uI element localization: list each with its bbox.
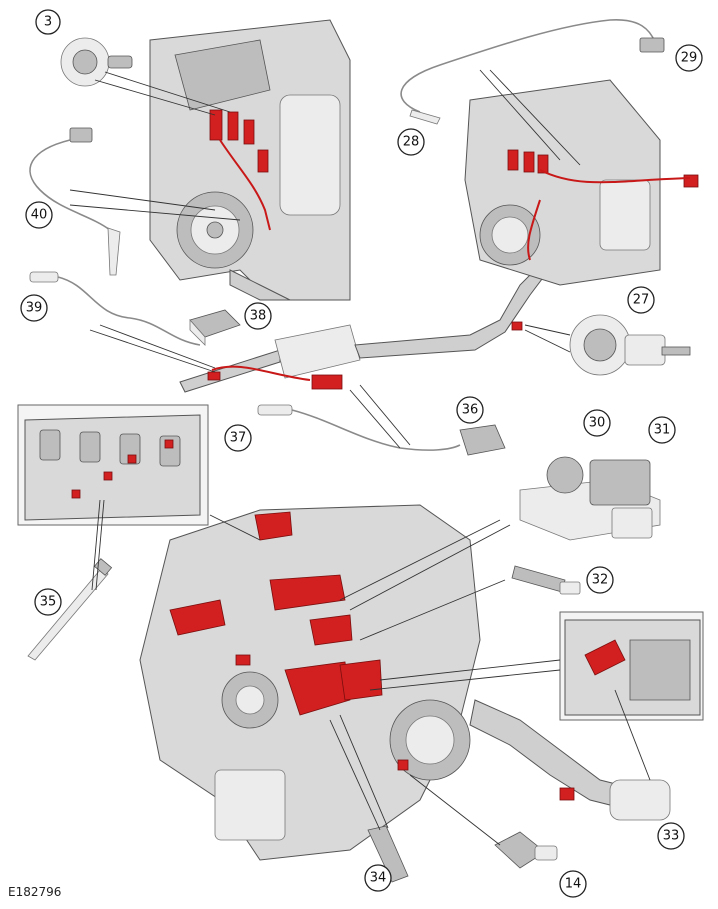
callout-33-label: 33 xyxy=(663,829,680,844)
callout-35: 35 xyxy=(34,588,62,616)
callout-14: 14 xyxy=(559,870,587,898)
callout-32-label: 32 xyxy=(592,573,609,588)
engine-view-top-left xyxy=(149,19,351,301)
part-40-sensor xyxy=(29,127,121,276)
leader-lines xyxy=(69,69,651,846)
part-36-37-sensor-module xyxy=(257,404,506,456)
part-27-actuator xyxy=(569,314,691,376)
part-39-sensor xyxy=(29,271,201,346)
inset-glow-plugs xyxy=(17,404,209,526)
part-32-sensor xyxy=(511,565,581,595)
callout-29: 29 xyxy=(675,44,703,72)
part-3-sensor xyxy=(60,37,133,87)
figure-reference-code: E182796 xyxy=(8,885,62,899)
callout-33: 33 xyxy=(657,822,685,850)
callout-14-label: 14 xyxy=(565,877,582,892)
callout-35-label: 35 xyxy=(40,595,57,610)
part-30-31-assembly xyxy=(519,456,661,541)
part-38-module xyxy=(189,309,241,346)
exhaust-system xyxy=(179,269,546,393)
part-34-sensor xyxy=(367,825,409,883)
callout-31: 31 xyxy=(648,416,676,444)
callout-40: 40 xyxy=(25,201,53,229)
callout-29-label: 29 xyxy=(681,51,698,66)
callout-40-label: 40 xyxy=(31,208,48,223)
callout-37: 37 xyxy=(224,424,252,452)
callout-30-label: 30 xyxy=(589,416,606,431)
callout-27: 27 xyxy=(627,286,655,314)
engine-view-top-right xyxy=(464,79,699,286)
callout-34: 34 xyxy=(364,864,392,892)
callout-3-label: 3 xyxy=(44,15,52,30)
part-14-sensor xyxy=(494,831,558,869)
callout-39: 39 xyxy=(20,294,48,322)
callout-27-label: 27 xyxy=(633,293,650,308)
callout-32: 32 xyxy=(586,566,614,594)
callout-36: 36 xyxy=(456,396,484,424)
callout-38: 38 xyxy=(244,302,272,330)
callout-38-label: 38 xyxy=(250,309,267,324)
callout-3: 3 xyxy=(35,9,61,35)
callout-34-label: 34 xyxy=(370,871,387,886)
callout-39-label: 39 xyxy=(26,301,43,316)
part-28-29-sensor-cable xyxy=(400,19,665,125)
callout-28-label: 28 xyxy=(403,135,420,150)
callout-28: 28 xyxy=(397,128,425,156)
callout-37-label: 37 xyxy=(230,431,247,446)
callout-31-label: 31 xyxy=(654,423,671,438)
engine-view-main xyxy=(139,504,671,861)
inset-connector xyxy=(559,611,704,721)
callout-30: 30 xyxy=(583,409,611,437)
callout-36-label: 36 xyxy=(462,403,479,418)
